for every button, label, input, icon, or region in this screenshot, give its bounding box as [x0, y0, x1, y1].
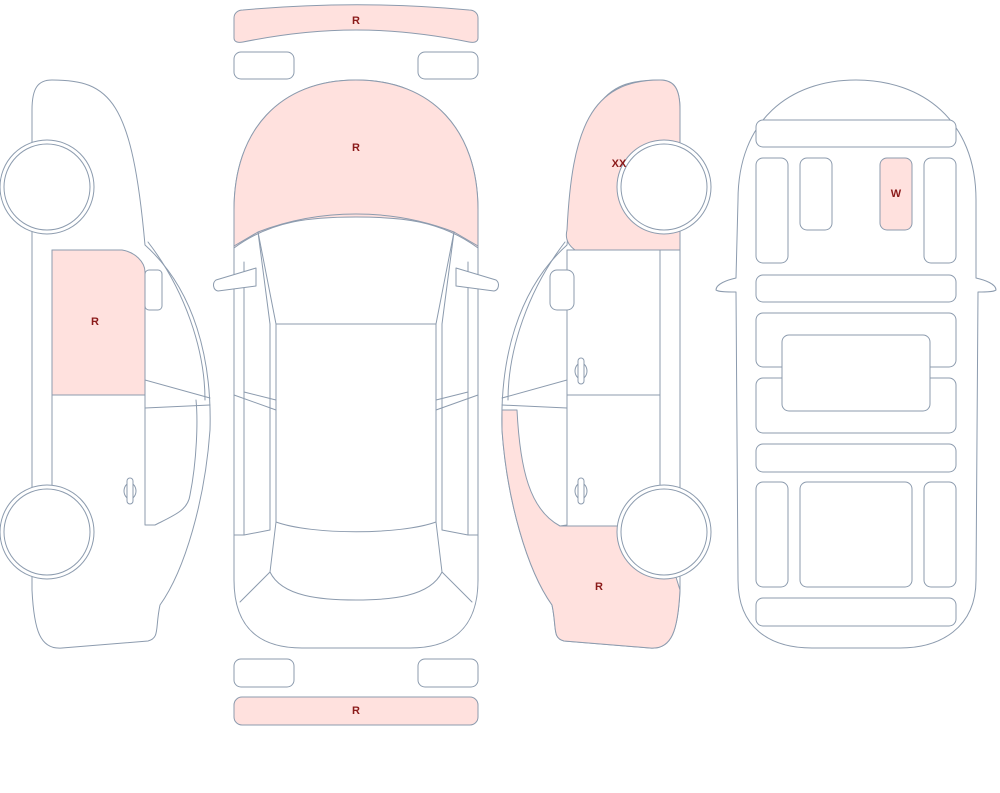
rear-left-light[interactable] [233, 658, 295, 688]
rear-left-rail[interactable] [755, 481, 789, 588]
hood[interactable] [233, 79, 479, 249]
center-tunnel[interactable] [781, 334, 931, 412]
right-window-outline [501, 241, 568, 409]
rear-right-rail[interactable] [923, 481, 957, 588]
front-crossmember[interactable] [755, 119, 957, 148]
right-side-view: XX R [501, 79, 712, 649]
left-front-door-panel[interactable] [51, 249, 146, 396]
right-rear-door-handle[interactable] [574, 477, 588, 505]
rear-window [269, 521, 443, 601]
rear-bumper-mark: R [352, 705, 360, 717]
right-rear-quarter-mark: R [595, 581, 603, 593]
right-side-glass [441, 231, 479, 536]
left-door-handle[interactable] [123, 477, 137, 505]
right-front-fender-mark: XX [612, 158, 627, 170]
underbody-view: W [715, 79, 997, 649]
left-front-wheel[interactable] [0, 139, 95, 235]
left-side-glass [233, 231, 271, 536]
front-right-rail[interactable] [923, 157, 957, 264]
left-side-view: R [0, 79, 211, 649]
left-window-outline [144, 241, 211, 409]
front-bumper-mark: R [352, 15, 360, 27]
left-rear-wheel[interactable] [0, 484, 95, 580]
top-view: R R R [213, 4, 499, 726]
right-mirror[interactable] [549, 269, 575, 311]
top-right-mirror[interactable] [455, 267, 499, 292]
pillar-lines [233, 391, 479, 411]
left-mirror[interactable] [144, 269, 163, 311]
right-rear-wheel[interactable] [616, 484, 712, 580]
hood-mark: R [352, 142, 360, 154]
rear-right-light[interactable] [417, 658, 479, 688]
rear-crossmember[interactable] [755, 443, 957, 473]
front-bumper[interactable] [233, 4, 479, 43]
middle-crossmember[interactable] [755, 274, 957, 303]
top-left-mirror[interactable] [213, 267, 257, 292]
spare-wheel-well[interactable] [799, 481, 913, 588]
front-right-inner-rail-mark: W [891, 188, 902, 200]
front-right-inner-rail[interactable] [879, 157, 913, 231]
front-left-inner-rail[interactable] [799, 157, 833, 231]
front-left-rail[interactable] [755, 157, 789, 264]
front-right-light[interactable] [417, 51, 479, 80]
left-front-door-mark: R [91, 316, 99, 328]
right-rear-quarter-panel[interactable] [501, 409, 681, 649]
rear-panel[interactable] [755, 597, 957, 627]
right-front-door-handle[interactable] [574, 357, 588, 385]
right-door-outline [559, 249, 661, 527]
front-left-light[interactable] [233, 51, 295, 80]
trunk-lines [239, 571, 473, 603]
right-front-wheel[interactable] [616, 139, 712, 235]
rear-bumper[interactable] [233, 696, 479, 726]
